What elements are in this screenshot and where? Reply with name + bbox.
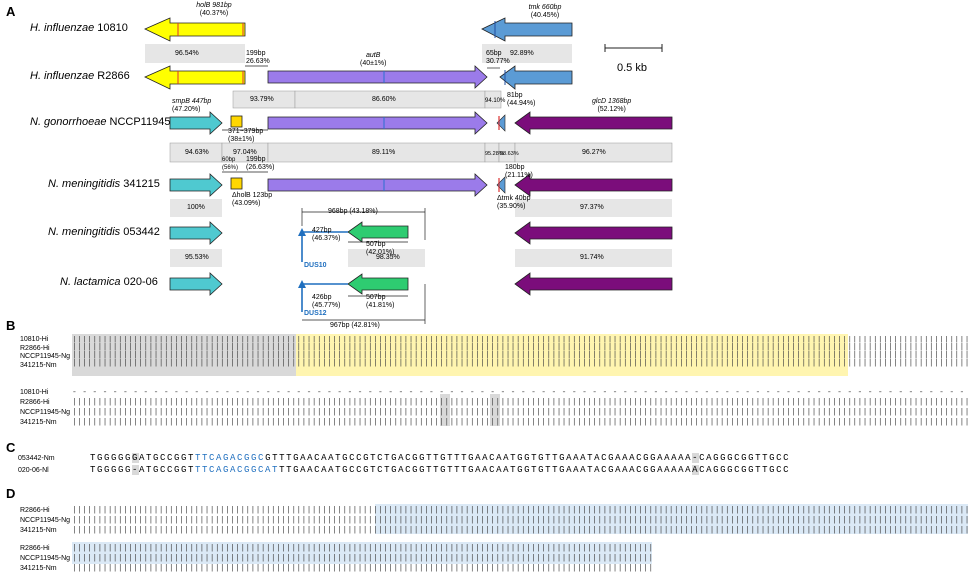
identity-box: [515, 249, 672, 267]
identity-label: 86.60%: [372, 96, 396, 103]
annotation: 427bp(46.37%): [312, 227, 341, 242]
gene-arrow-autb: [267, 111, 488, 135]
gene-arrow-holb: [144, 65, 246, 90]
identity-label: 98.63%: [500, 151, 519, 157]
identity-label: 97.37%: [580, 204, 604, 211]
annotation: 507bp(42.01%): [366, 241, 395, 256]
annotation: 199bp(26.63%): [246, 156, 275, 171]
identity-label: 94.63%: [185, 149, 209, 156]
alignment-d-block-1: ||||||||||||||||||||||||||||||||||||||||…: [72, 506, 968, 535]
identity-label: 94.10%: [485, 98, 506, 104]
gene-arrow-smpb: [169, 173, 223, 197]
alignment-b-block-1: ||||||||||||||||||||||||||||||||||||||||…: [72, 336, 968, 368]
identity-box: [348, 249, 425, 267]
tmk-fragment: [496, 176, 506, 194]
identity-label: 91.74%: [580, 254, 604, 261]
holb-label: holB 981bp(40.37%): [196, 2, 232, 17]
gene-arrow-glcd: [514, 111, 673, 135]
identity-label: 96.54%: [175, 50, 199, 57]
holb-fragment: [230, 177, 243, 190]
strain-label-hi-10810: H. influenzae 10810: [30, 22, 128, 34]
gene-arrow-hypothetical: [347, 221, 409, 243]
alignment-b-block-2: - - - - - - - - - - - - - - - - - - - - …: [72, 388, 968, 427]
annotation: 426bp(45.77%): [312, 294, 341, 309]
gene-arrow-holb: [144, 17, 246, 42]
sequence-053442: TGGGGGGATGCCGGTTTCAGACGGCGTTTGAACAATGCCG…: [90, 453, 791, 463]
gene-arrow-smpb: [169, 221, 223, 245]
gene-arrow-glcd: [514, 272, 673, 296]
alignment-highlight: [296, 334, 848, 376]
gene-arrow-glcd: [514, 173, 673, 197]
sequence-020-06: TGGGGG-ATGCCGGTTTCAGACGGCATTTGAACAATGCCG…: [90, 465, 791, 475]
strain-label-hi-r2866: H. influenzae R2866: [30, 70, 130, 82]
identity-box: [170, 199, 222, 217]
identity-label: 97.04%: [233, 149, 257, 156]
autb-label: autB(40±1%): [360, 52, 387, 67]
annotation: 967bp (42.81%): [330, 322, 380, 329]
identity-label: 89.11%: [372, 149, 396, 156]
gene-arrow-smpb: [169, 272, 223, 296]
alignment-highlight: [72, 542, 652, 564]
alignment-d-block-2: ||||||||||||||||||||||||||||||||||||||||…: [72, 544, 652, 573]
identity-label: 93.79%: [250, 96, 274, 103]
annotation: 371~379bp(38±1%): [228, 128, 264, 143]
gene-map: [144, 17, 673, 324]
annotation: 968bp (43.18%): [328, 208, 378, 215]
gene-arrow-tmk: [499, 65, 573, 90]
gene-arrow-autb: [267, 173, 488, 197]
annotation: ΔholB 123bp(43.09%): [232, 192, 273, 207]
smpb-label: smpB 447bp(47.20%): [172, 98, 212, 113]
identity-box: [514, 142, 673, 163]
gene-arrow-autb: [267, 65, 488, 89]
annotation: 60bp(56%): [222, 157, 239, 171]
gene-arrow-tmk: [481, 17, 573, 42]
gene-arrow-hypothetical: [347, 273, 409, 295]
gene-arrow-smpb: [169, 111, 223, 135]
identity-label: 92.89%: [510, 50, 534, 57]
gene-arrow-glcd: [514, 221, 673, 245]
glcd-label: glcD 1368bp(52.12%): [592, 98, 632, 113]
strain-label-nl: N. lactamica 020-06: [60, 276, 158, 288]
identity-label: 100%: [187, 204, 205, 211]
identity-box: [482, 44, 572, 63]
identity-box: [484, 90, 502, 109]
tmk-fragment: [496, 114, 506, 132]
annotation: 180bp(21.11%): [505, 164, 533, 179]
annotation: 507bp(41.81%): [366, 294, 395, 309]
strain-label-ng: N. gonorrhoeae NCCP11945: [30, 116, 171, 128]
alignment-highlight: [440, 394, 450, 426]
dus12-label: DUS12: [304, 310, 327, 317]
alignment-highlight: [375, 504, 968, 534]
strain-label-nm-341215: N. meningitidis 341215: [48, 178, 160, 190]
panel-label-a: A: [6, 4, 16, 19]
tmk-label: tmk 660bp(40.45%): [528, 4, 562, 19]
panel-label-c: C: [6, 440, 16, 455]
identity-label: 96.27%: [582, 149, 606, 156]
annotation: Δtmk 40bp(35.90%): [497, 195, 531, 210]
identity-label: 95.53%: [185, 254, 209, 261]
identity-box: [145, 44, 245, 63]
annotation: 81bp(44.94%): [507, 92, 536, 107]
alignment-highlight: [72, 334, 296, 376]
strain-label-nm-053442: N. meningitidis 053442: [48, 226, 160, 238]
identity-box: [170, 249, 222, 267]
identity-label: 98.35%: [376, 254, 400, 261]
identity-label: 95.28%: [485, 151, 504, 157]
panel-label-d: D: [6, 486, 16, 501]
alignment-highlight: [490, 394, 500, 426]
dus10-label: DUS10: [304, 262, 327, 269]
identity-box: [515, 199, 672, 217]
scale-label: 0.5 kb: [617, 62, 647, 74]
holb-fragment: [230, 115, 243, 128]
panel-label-b: B: [6, 318, 16, 333]
